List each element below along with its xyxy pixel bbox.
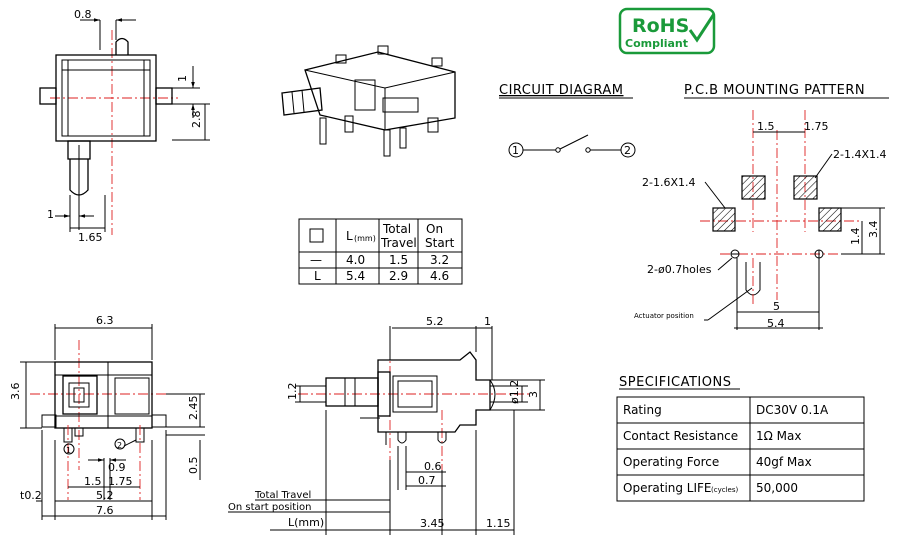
dim-3-side: 3 <box>527 391 540 398</box>
hdr-l-unit: (mm) <box>354 234 376 243</box>
hdr-total-1: Total <box>382 222 411 236</box>
total-travel-label: Total Travel <box>254 490 311 501</box>
dim-0-6: 0.6 <box>424 460 442 473</box>
check-icon <box>688 13 716 43</box>
dim-5: 5 <box>773 300 780 313</box>
dim-2-8: 2.8 <box>190 111 203 129</box>
dim-0-7: 0.7 <box>418 474 436 487</box>
rohs-title: RoHS <box>632 15 689 37</box>
row2-on: 4.6 <box>430 269 449 283</box>
row1-type: — <box>310 253 322 267</box>
dim-1-side: 1 <box>484 315 491 328</box>
dim-5-4: 5.4 <box>767 317 785 330</box>
dim-1-4: 1.4 <box>849 228 862 246</box>
hdr-l: L <box>346 229 353 243</box>
row1-total: 1.5 <box>389 253 408 267</box>
row1-on: 3.2 <box>430 253 449 267</box>
pcb-mounting-pattern: P.C.B MOUNTING PATTERN 1.5 1.75 2-1.4X1.… <box>634 83 889 330</box>
dim-1-15: 1.15 <box>486 517 511 530</box>
terminal-2-circle <box>620 142 636 158</box>
pad-hatched <box>793 175 818 200</box>
l-mm-label: L(mm) <box>288 516 324 529</box>
dim-1-75-b: 1.75 <box>108 475 133 488</box>
pad-small-label: 2-1.6X1.4 <box>642 176 696 189</box>
pin-2-label: 2 <box>117 441 122 450</box>
dim-7-6: 7.6 <box>96 504 114 517</box>
dim-6-3: 6.3 <box>96 314 114 327</box>
pin-1-circle <box>63 443 75 455</box>
dim-t0-2: t0.2 <box>20 489 42 502</box>
dim-3-4: 3.4 <box>867 221 880 239</box>
dim-1-65: 1.65 <box>78 231 103 244</box>
row2-type: L <box>314 269 321 283</box>
front-view-top: 0.8 1 2.8 1 1.65 <box>39 8 210 244</box>
rohs-subtitle: Compliant <box>625 37 688 50</box>
rohs-logo: RoHS Compliant <box>618 7 716 55</box>
hdr-on-2: Start <box>425 236 455 250</box>
specifications: SPECIFICATIONS Rating DC30V 0.1A Contact… <box>616 375 865 502</box>
spec-label: Operating LIFE <box>623 481 712 495</box>
terminal-2-label: 2 <box>624 144 631 157</box>
holes-label: 2-ø0.7holes <box>647 263 712 276</box>
pad-hatched <box>741 175 766 200</box>
on-start-label: On start position <box>228 502 311 513</box>
dim-2-45: 2.45 <box>187 396 200 421</box>
hdr-on-1: On <box>426 222 443 236</box>
pad-hatched <box>818 207 842 232</box>
travel-table: L (mm) Total Travel On Start — 4.0 1.5 3… <box>298 218 463 285</box>
terminal-1-label: 1 <box>512 144 519 157</box>
spec-value: 1Ω Max <box>756 429 801 443</box>
pin-1-label: 1 <box>66 446 71 455</box>
row2-l: 5.4 <box>346 269 365 283</box>
circuit-diagram: CIRCUIT DIAGRAM 1 2 <box>499 83 636 158</box>
spec-label: Rating <box>623 403 662 417</box>
pin-2-circle <box>114 438 126 450</box>
dim-phi-1-2: ø1.2 <box>508 380 521 404</box>
spec-label: Contact Resistance <box>623 429 738 443</box>
circuit-heading: CIRCUIT DIAGRAM <box>499 83 624 98</box>
dim-1-2: 1.2 <box>286 383 299 401</box>
pad-large-label: 2-1.4X1.4 <box>833 148 887 161</box>
dim-1-5: 1.5 <box>757 120 775 133</box>
spec-label: Operating Force <box>623 455 719 469</box>
dim-5-2: 5.2 <box>96 489 114 502</box>
spec-value: 50,000 <box>756 481 798 495</box>
dim-0-5: 0.5 <box>187 457 200 475</box>
spec-value: 40gf Max <box>756 455 812 469</box>
dim-1-top: 1 <box>176 75 189 82</box>
row2-total: 2.9 <box>389 269 408 283</box>
dim-1-bottom: 1 <box>47 208 54 221</box>
dim-3-45: 3.45 <box>420 517 445 530</box>
side-view-bottom-mid: 5.2 1 1.2 ø1.2 3 0.6 0.7 Total Travel On… <box>228 315 545 535</box>
spec-label-sub: (cycles) <box>711 486 738 494</box>
specs-heading: SPECIFICATIONS <box>619 375 731 390</box>
hdr-total-2: Travel <box>380 236 417 250</box>
top-view-bottom-left: 1 2 6.3 3.6 2.45 0.5 0.9 1.5 1.75 5.2 <box>9 314 205 520</box>
square-icon <box>309 228 324 243</box>
dim-5-2-side: 5.2 <box>426 315 444 328</box>
actuator-label: Actuator position <box>634 312 694 320</box>
dim-0-9: 0.9 <box>108 461 126 474</box>
dim-0-8: 0.8 <box>74 8 92 21</box>
isometric-view <box>281 45 456 157</box>
pad-hatched <box>712 207 736 232</box>
dim-3-6: 3.6 <box>9 383 22 401</box>
dim-1-75: 1.75 <box>804 120 829 133</box>
spec-value: DC30V 0.1A <box>756 403 829 417</box>
dim-1-5-b: 1.5 <box>84 475 102 488</box>
row1-l: 4.0 <box>346 253 365 267</box>
pcb-heading: P.C.B MOUNTING PATTERN <box>684 83 865 98</box>
